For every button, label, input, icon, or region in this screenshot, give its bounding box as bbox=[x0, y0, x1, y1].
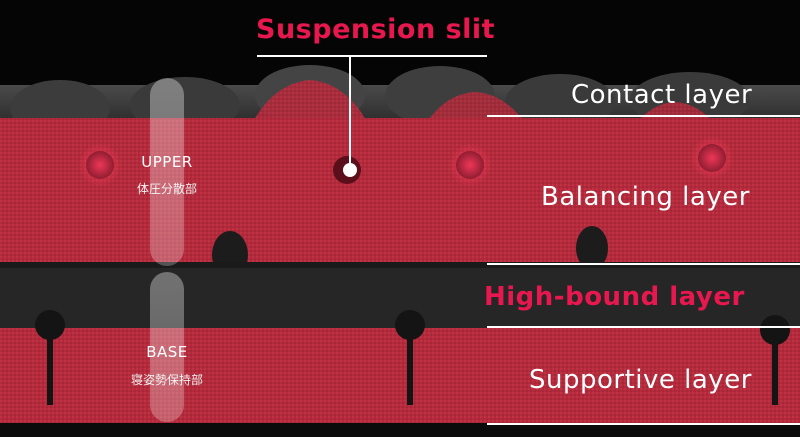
supportive-layer-label: Supportive layer bbox=[529, 365, 752, 395]
supportive-layer-shape bbox=[0, 310, 800, 437]
balancing-layer-shape bbox=[0, 80, 800, 279]
base-section-bar bbox=[150, 272, 184, 422]
suspension-slit-title: Suspension slit bbox=[256, 14, 496, 45]
upper-section-jp-label: 体圧分散部 bbox=[136, 182, 197, 196]
contact-layer-label: Contact layer bbox=[571, 80, 753, 110]
high-bound-layer-label: High-bound layer bbox=[484, 282, 745, 312]
upper-section-bar bbox=[150, 78, 184, 266]
upper-section-label: UPPER bbox=[141, 153, 193, 171]
base-section-label: BASE bbox=[146, 343, 188, 361]
slit-pointer-dot bbox=[343, 163, 357, 177]
balancing-layer-label: Balancing layer bbox=[541, 182, 750, 212]
layer-divider-lines bbox=[487, 115, 800, 425]
base-section-jp-label: 寝姿勢保持部 bbox=[130, 373, 203, 387]
